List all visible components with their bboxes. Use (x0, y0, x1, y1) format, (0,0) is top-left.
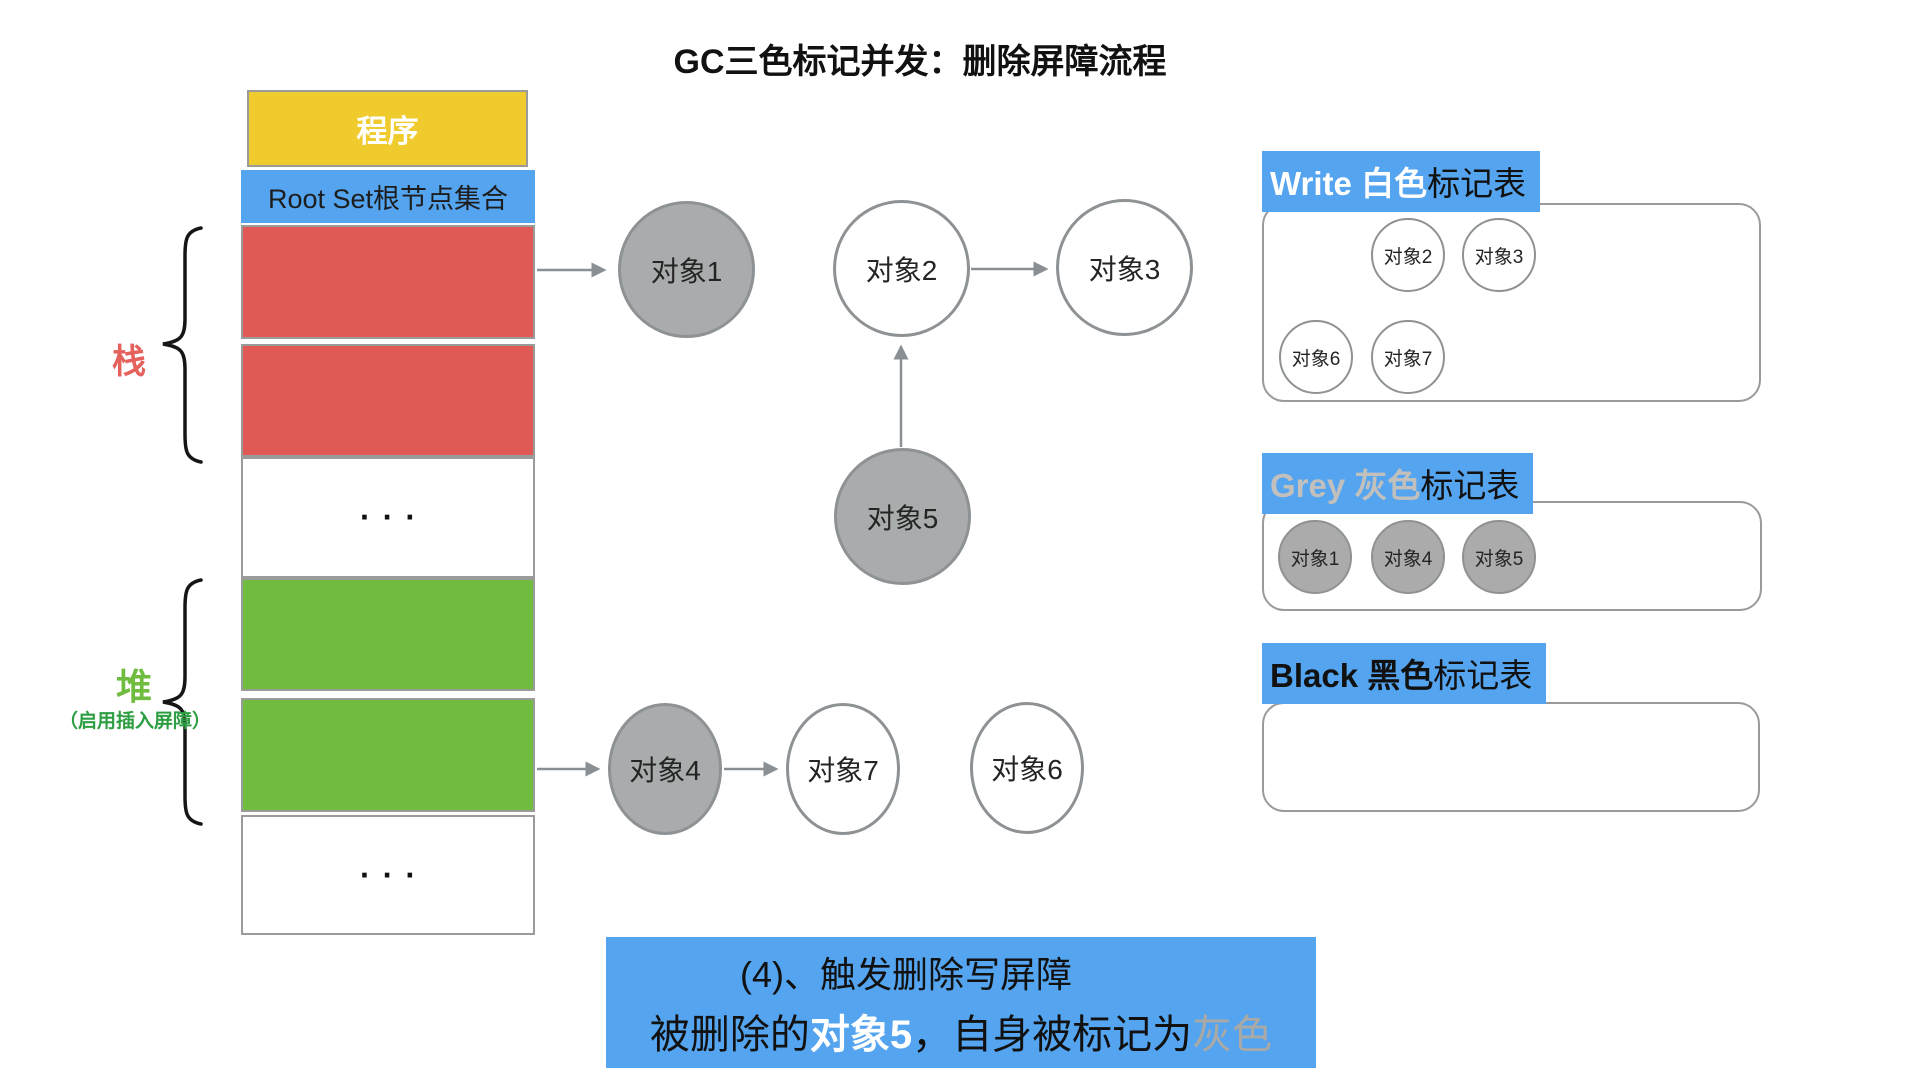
stack-slot-2 (241, 344, 535, 457)
grey-table-item-obj4-label: 对象4 (1383, 548, 1433, 570)
white-table-item-obj3: 对象3 (1462, 218, 1536, 292)
white-table-item-obj6-label: 对象6 (1291, 348, 1341, 370)
graph-node-obj2-label: 对象2 (865, 254, 938, 286)
white-table-item-obj7-label: 对象7 (1383, 348, 1433, 370)
caption-box: (4)、触发删除写屏障 被删除的对象5，自身被标记为灰色 (606, 937, 1316, 1068)
grey-table-label: Grey 灰色标记表 (1262, 453, 1534, 514)
heap-label: 堆 (116, 666, 153, 707)
graph-node-obj3: 对象3 (1056, 199, 1193, 336)
graph-node-obj5: 对象5 (834, 448, 971, 585)
white-table-label-colored: Write 白色 (1270, 165, 1428, 202)
graph-node-obj4-label: 对象4 (629, 755, 701, 786)
program-block: 程序 (247, 90, 528, 167)
stack-slot-1 (241, 225, 535, 339)
white-table-item-obj3-label: 对象3 (1474, 246, 1524, 268)
graph-node-obj6: 对象6 (970, 702, 1084, 834)
grey-table-item-obj5: 对象5 (1462, 520, 1536, 594)
memory-ellipsis-block-1: ··· (241, 457, 535, 578)
grey-table-item-obj4: 对象4 (1371, 520, 1445, 594)
white-table-item-obj2-label: 对象2 (1383, 246, 1433, 268)
ellipsis-text-1: ··· (360, 499, 428, 535)
heap-brace (162, 578, 203, 826)
graph-node-obj4: 对象4 (608, 703, 722, 835)
black-table-label-rest: 标记表 (1433, 657, 1533, 694)
black-table-label: Black 黑色标记表 (1262, 643, 1547, 704)
graph-node-obj2: 对象2 (833, 200, 970, 337)
white-table-item-obj7: 对象7 (1371, 320, 1445, 394)
graph-node-obj7: 对象7 (786, 703, 900, 835)
diagram-title: GC三色标记并发：删除屏障流程 (673, 43, 1167, 81)
grey-table-label-rest: 标记表 (1420, 467, 1520, 504)
grey-table-label-colored: Grey 灰色 (1270, 467, 1421, 504)
program-label: 程序 (356, 114, 419, 149)
root-set-label: Root Set根节点集合 (267, 184, 509, 214)
heap-slot-2 (241, 698, 535, 812)
white-table-label-rest: 标记表 (1427, 165, 1527, 202)
black-table-box (1262, 702, 1760, 812)
graph-node-obj7-label: 对象7 (807, 755, 879, 786)
black-table-label-colored: Black 黑色 (1270, 657, 1434, 694)
root-set-block: Root Set根节点集合 (241, 170, 535, 223)
caption-line2-prefix: 被删除的 (649, 1012, 810, 1057)
white-table-item-obj2: 对象2 (1371, 218, 1445, 292)
heap-sublabel: （启用插入屏障） (58, 711, 211, 732)
heap-slot-1 (241, 578, 535, 691)
caption-line2-highlight: 对象5 (809, 1012, 913, 1057)
memory-ellipsis-block-2: ··· (241, 815, 535, 935)
graph-node-obj3-label: 对象3 (1088, 253, 1161, 285)
caption-line2-grey: 灰色 (1192, 1012, 1273, 1057)
graph-node-obj6-label: 对象6 (991, 754, 1063, 785)
caption-line2: 被删除的对象5，自身被标记为灰色 (650, 1002, 1272, 1060)
graph-node-obj1: 对象1 (618, 201, 755, 338)
grey-table-item-obj1-label: 对象1 (1290, 548, 1340, 570)
caption-line1: (4)、触发删除写屏障 (740, 953, 1072, 995)
grey-table-item-obj5-label: 对象5 (1474, 548, 1524, 570)
graph-node-obj1-label: 对象1 (650, 255, 723, 287)
ellipsis-text-2: ··· (360, 856, 428, 893)
stack-brace (162, 226, 203, 464)
white-table-item-obj6: 对象6 (1279, 320, 1353, 394)
graph-node-obj5-label: 对象5 (866, 502, 939, 534)
grey-table-item-obj1: 对象1 (1278, 520, 1352, 594)
stack-label: 栈 (112, 343, 146, 381)
white-table-label: Write 白色标记表 (1262, 151, 1541, 212)
caption-line2-mid: ，自身被标记为 (912, 1012, 1193, 1057)
